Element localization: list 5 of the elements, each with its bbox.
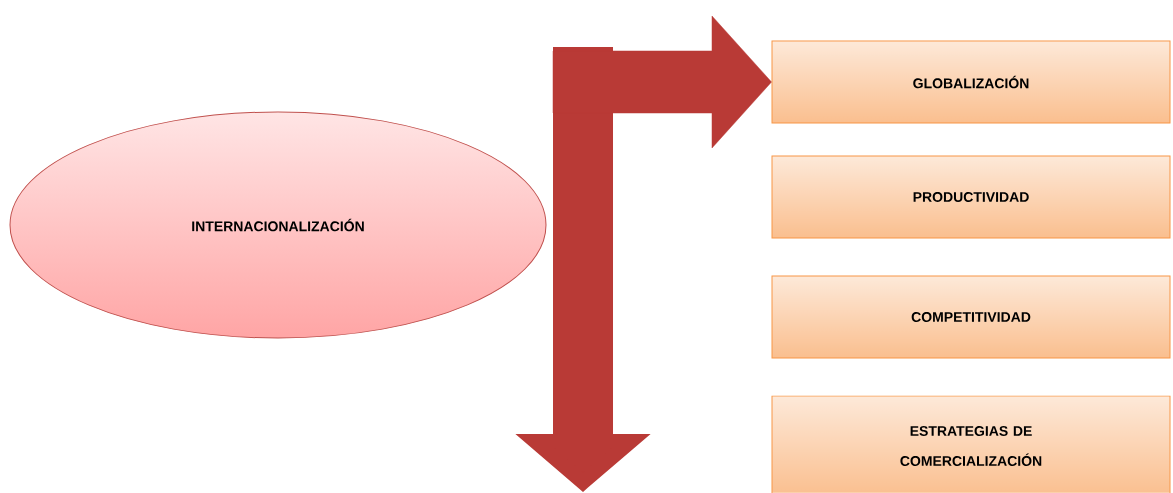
arrow	[552, 15, 772, 149]
concept-box: ESTRATEGIAS DE COMERCIALIZACIÓN	[771, 395, 1171, 493]
concept-box: COMPETITIVIDAD	[771, 275, 1171, 359]
concept-box: PRODUCTIVIDAD	[771, 155, 1171, 239]
concept-box: GLOBALIZACIÓN	[771, 40, 1171, 124]
